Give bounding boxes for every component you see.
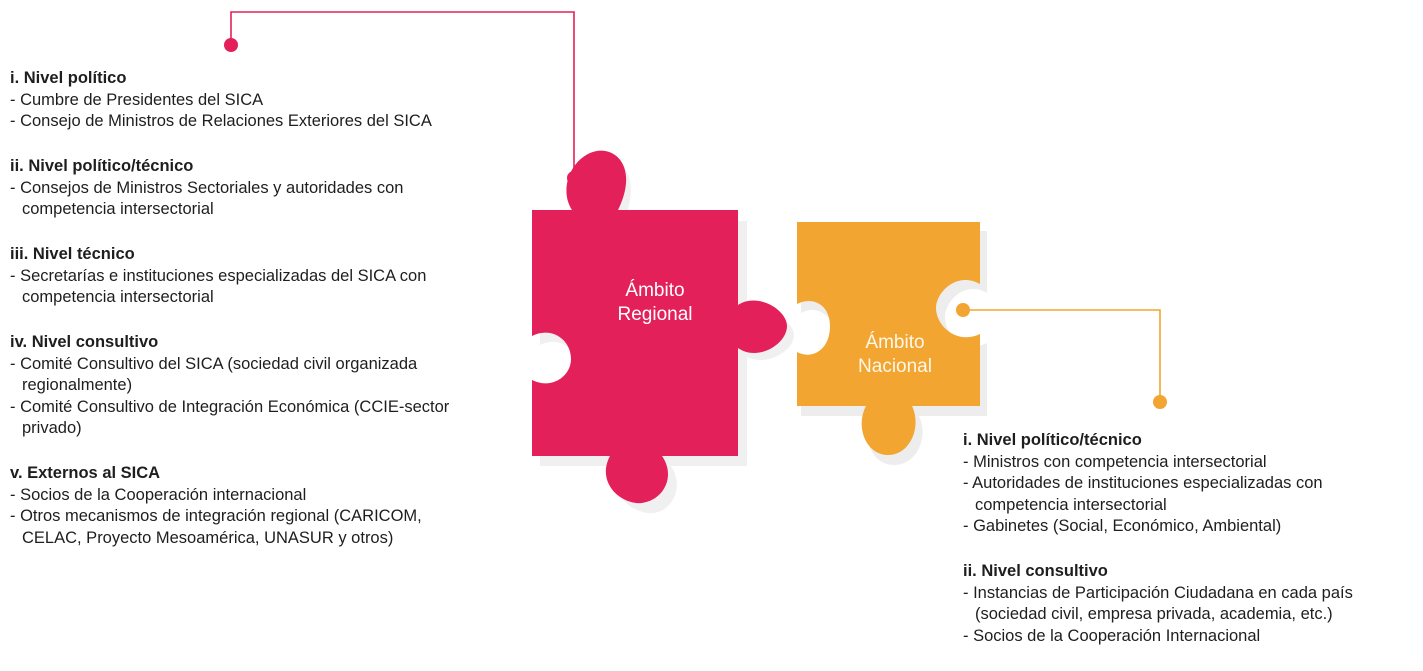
regional-section-politico: i. Nivel político - Cumbre de Presidente… <box>10 68 530 133</box>
regional-section-politico-tecnico: ii. Nivel político/técnico - Consejos de… <box>10 156 470 221</box>
nacional-connector-dot-bottom <box>1153 395 1167 409</box>
nacional-section-consultivo: ii. Nivel consultivo - Instancias de Par… <box>963 561 1423 647</box>
list-item: - Otros mecanismos de integración region… <box>10 507 422 547</box>
list-item: - Ministros con competencia intersectori… <box>963 452 1267 471</box>
list-item: - Consejos de Ministros Sectoriales y au… <box>10 178 404 219</box>
regional-label-line2: Regional <box>617 304 693 325</box>
list-item: - Socios de la Cooperación Internacional <box>963 626 1261 645</box>
list-item: - Comité Consultivo de Integración Econó… <box>10 397 450 438</box>
nacional-connector-dot-piece <box>956 303 970 317</box>
regional-section-consultivo: iv. Nivel consultivo - Comité Consultivo… <box>10 332 510 440</box>
list-item: - Instancias de Participación Ciudadana … <box>963 583 1353 624</box>
nacional-levels-list: i. Nivel político/técnico - Ministros co… <box>963 430 1423 671</box>
nacional-puzzle-piece <box>797 222 980 455</box>
section-title: v. Externos al SICA <box>10 464 161 482</box>
list-item: - Socios de la Cooperación internacional <box>10 485 307 504</box>
regional-connector-dot-top <box>224 38 238 52</box>
section-title: i. Nivel político/técnico <box>963 431 1142 449</box>
list-item: - Comité Consultivo del SICA (sociedad c… <box>10 354 418 395</box>
list-item: - Autoridades de instituciones especiali… <box>963 474 1323 514</box>
regional-section-tecnico: iii. Nivel técnico - Secretarías e insti… <box>10 244 480 309</box>
nacional-connector-line <box>963 309 1161 402</box>
regional-levels-list: i. Nivel político - Cumbre de Presidente… <box>10 68 530 573</box>
nacional-section-politico-tecnico: i. Nivel político/técnico - Ministros co… <box>963 430 1363 538</box>
list-item: - Cumbre de Presidentes del SICA <box>10 90 264 109</box>
regional-label-line1: Ámbito <box>625 280 685 301</box>
regional-section-externos: v. Externos al SICA - Socios de la Coope… <box>10 463 475 549</box>
regional-piece-label: Ámbito Regional <box>585 279 725 327</box>
list-item: - Consejo de Ministros de Relaciones Ext… <box>10 112 432 130</box>
section-title: ii. Nivel consultivo <box>963 562 1108 580</box>
section-title: ii. Nivel político/técnico <box>10 157 194 175</box>
nacional-label-line1: Ámbito <box>865 332 925 353</box>
nacional-piece-label: Ámbito Nacional <box>825 331 965 379</box>
list-item: - Gabinetes (Social, Económico, Ambienta… <box>963 517 1282 535</box>
regional-connector-dot-piece <box>567 171 581 185</box>
regional-connector-line <box>230 11 575 178</box>
nacional-label-line2: Nacional <box>858 356 932 377</box>
section-title: iv. Nivel consultivo <box>10 333 159 351</box>
regional-puzzle-piece <box>532 150 787 504</box>
section-title: i. Nivel político <box>10 69 127 87</box>
list-item: - Secretarías e instituciones especializ… <box>10 266 427 307</box>
section-title: iii. Nivel técnico <box>10 245 135 263</box>
